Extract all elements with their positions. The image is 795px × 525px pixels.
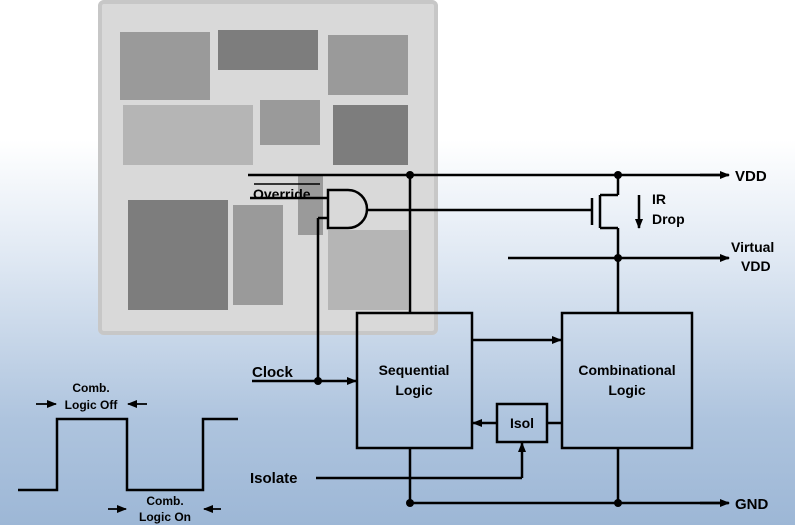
ir-drop-label-line2: Drop	[652, 211, 685, 227]
combinational-logic-block	[562, 313, 692, 448]
junction-dot	[614, 499, 622, 507]
junction-dot	[614, 171, 622, 179]
junction-dot	[406, 171, 414, 179]
isolate-label: Isolate	[250, 470, 298, 487]
and-gate	[328, 190, 367, 228]
sequential-logic-label-line2: Logic	[395, 382, 433, 398]
junction-dot	[314, 377, 322, 385]
gnd-label: GND	[735, 496, 769, 513]
virtual-vdd-label-line2: VDD	[741, 258, 771, 274]
sequential-logic-block	[357, 313, 472, 448]
logic-off-label-line1: Comb.	[72, 381, 109, 395]
junction-dot	[406, 499, 414, 507]
logic-off-label-line2: Logic Off	[65, 398, 119, 412]
combinational-logic-label-line1: Combinational	[578, 362, 675, 378]
combinational-logic-label-line2: Logic	[608, 382, 646, 398]
junction-dot	[614, 254, 622, 262]
sequential-logic-label-line1: Sequential	[379, 362, 450, 378]
vdd-label: VDD	[735, 168, 767, 185]
clock-label: Clock	[252, 364, 294, 381]
ir-drop-label-line1: IR	[652, 191, 666, 207]
isol-label: Isol	[510, 415, 534, 431]
virtual-vdd-label-line1: Virtual	[731, 239, 774, 255]
logic-on-label-line1: Comb.	[146, 494, 183, 508]
timing-waveform	[18, 419, 238, 490]
logic-on-label-line2: Logic On	[139, 510, 191, 524]
override-label: Override	[253, 186, 311, 202]
